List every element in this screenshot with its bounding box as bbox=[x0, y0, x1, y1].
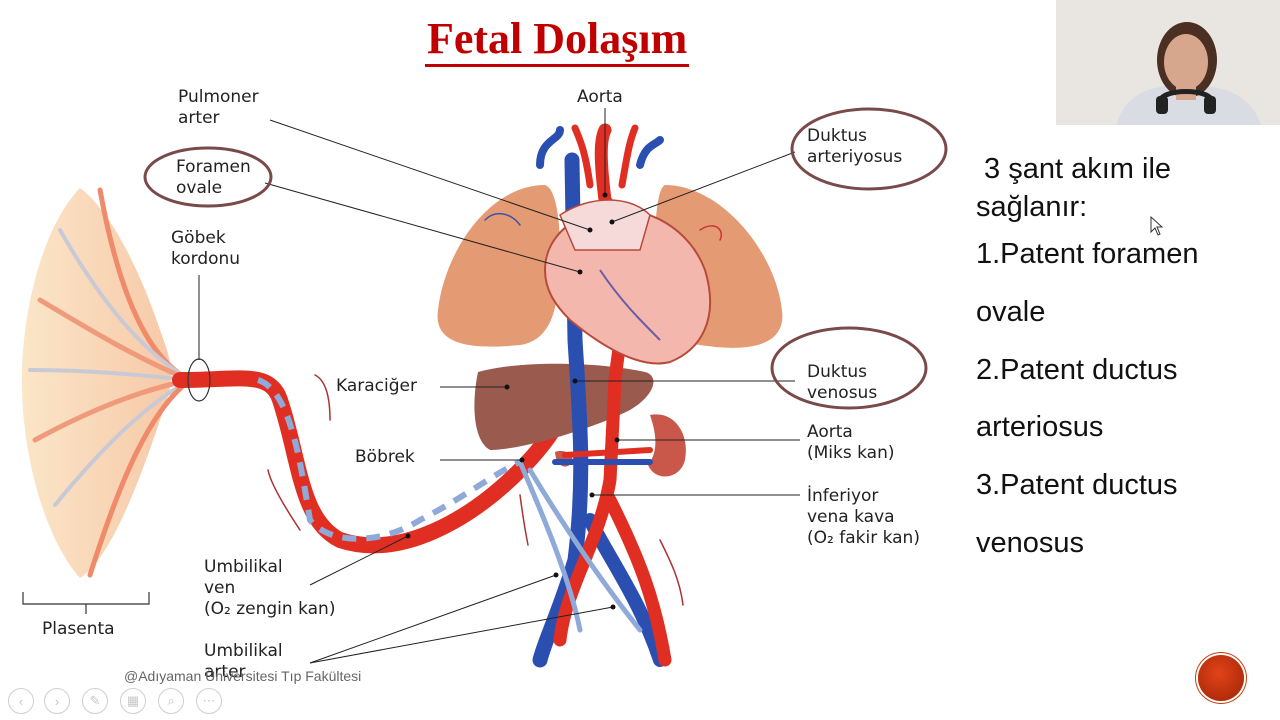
shunt-item-3b: venosus bbox=[976, 527, 1085, 559]
placenta bbox=[21, 187, 193, 578]
shunt-item-1a: 1.Patent foramen bbox=[976, 238, 1199, 270]
label-duktus-venosus: Duktus venosus bbox=[807, 362, 878, 403]
label-foramen-ovale: Foramen ovale bbox=[176, 157, 251, 198]
next-icon[interactable]: › bbox=[44, 688, 70, 714]
label-umbilikal-arter: Umbilikal arter bbox=[204, 641, 283, 682]
university-logo bbox=[1198, 655, 1244, 701]
label-karaciger: Karaciğer bbox=[336, 376, 417, 396]
more-icon[interactable]: ⋯ bbox=[196, 688, 222, 714]
plasenta-bracket bbox=[22, 592, 150, 614]
mouse-cursor-icon bbox=[1150, 216, 1164, 236]
shunt-item-2a: 2.Patent ductus bbox=[976, 354, 1178, 386]
duktus-arteriyosus-highlight bbox=[790, 107, 948, 191]
label-pulmoner-arter: Pulmoner arter bbox=[178, 87, 259, 128]
presenter-video bbox=[1056, 0, 1280, 125]
label-aorta-top: Aorta bbox=[577, 87, 623, 107]
webcam-video bbox=[1056, 0, 1280, 125]
prev-icon[interactable]: ‹ bbox=[8, 688, 34, 714]
kidney bbox=[648, 414, 686, 477]
vena-cava bbox=[532, 152, 589, 668]
label-aorta-miks: Aorta (Miks kan) bbox=[807, 422, 895, 463]
label-umbilikal-ven: Umbilikal ven (O₂ zengin kan) bbox=[204, 557, 336, 619]
label-plasenta: Plasenta bbox=[42, 619, 115, 639]
label-duktus-arteriyosus: Duktus arteriyosus bbox=[807, 126, 903, 167]
shunt-intro: 3 şant akım ile sağlanır: bbox=[976, 153, 1172, 223]
pen-icon[interactable]: ✎ bbox=[82, 688, 108, 714]
foramen-ovale-highlight bbox=[143, 146, 273, 208]
duktus-venosus-highlight bbox=[770, 326, 928, 410]
shunt-item-1b: ovale bbox=[976, 296, 1046, 328]
shunt-item-3a: 3.Patent ductus bbox=[976, 469, 1178, 501]
watermark: @Adıyaman Üniversitesi Tıp Fakültesi bbox=[124, 668, 362, 684]
liver bbox=[474, 363, 654, 450]
slide-title: Fetal Dolaşım bbox=[425, 14, 690, 67]
label-gobek-kordonu: Göbek kordonu bbox=[171, 228, 241, 269]
heart bbox=[543, 199, 711, 365]
shunt-item-2b: arteriosus bbox=[976, 411, 1104, 443]
label-bobrek: Böbrek bbox=[355, 447, 415, 467]
label-inferiyor-vena-kava: İnferiyor vena kava (O₂ fakir kan) bbox=[807, 486, 920, 548]
zoom-icon[interactable]: ⌕ bbox=[158, 688, 184, 714]
slides-icon[interactable]: ▦ bbox=[120, 688, 146, 714]
